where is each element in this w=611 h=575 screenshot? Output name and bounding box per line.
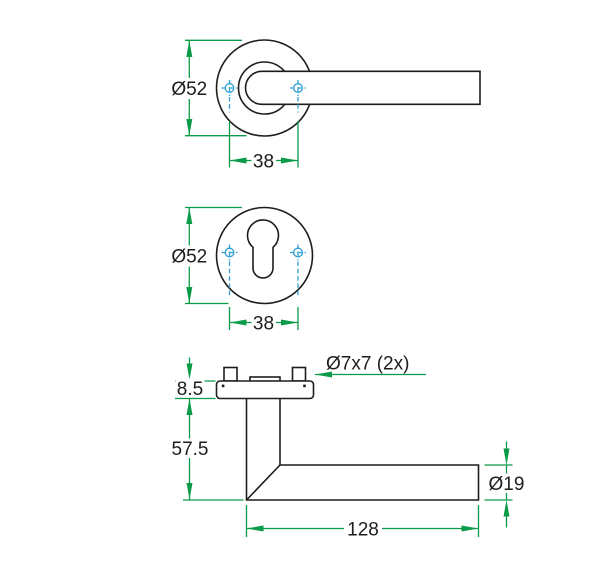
label-background bbox=[251, 313, 276, 332]
arrowhead-down bbox=[186, 483, 193, 500]
screw-dot-right bbox=[303, 384, 306, 388]
arrowhead-right bbox=[281, 319, 298, 326]
screw-center-marker-left bbox=[221, 80, 238, 113]
label-background bbox=[167, 245, 212, 267]
label-background bbox=[168, 438, 212, 458]
dim-label-lever-length: 128 bbox=[347, 520, 379, 541]
arrowhead-up bbox=[186, 40, 193, 57]
arrowhead-down bbox=[186, 363, 193, 380]
arrowhead-right bbox=[281, 157, 298, 164]
arrowhead-up bbox=[186, 398, 193, 415]
arrowhead-up bbox=[503, 500, 510, 517]
lever-grip-bar bbox=[244, 70, 481, 106]
label-background bbox=[251, 151, 276, 170]
dim-label-rose-diameter: Ø52 bbox=[171, 247, 207, 268]
label-background bbox=[344, 519, 382, 539]
label-background bbox=[167, 78, 212, 99]
dim-label-rose-thickness: 8.5 bbox=[177, 379, 203, 400]
dim-label-screw-spacing: 38 bbox=[253, 152, 274, 173]
arrowhead-left bbox=[229, 319, 247, 326]
callout-label-peg: Ø7x7 (2x) bbox=[326, 354, 409, 375]
dim-label-tube-diameter: Ø19 bbox=[489, 474, 525, 495]
fixing-peg-left bbox=[223, 366, 238, 382]
dim-label-grip-drop: 57.5 bbox=[172, 439, 209, 460]
arrowhead-right bbox=[461, 525, 479, 532]
arrowhead-left bbox=[315, 371, 332, 378]
arrowhead-up bbox=[186, 207, 193, 224]
dim-label-screw-spacing: 38 bbox=[253, 314, 274, 335]
screw-center-marker-left bbox=[221, 244, 238, 298]
arrowhead-left bbox=[246, 525, 264, 532]
handle-profile-outline bbox=[245, 398, 480, 501]
label-background bbox=[486, 473, 527, 493]
fixing-peg-right bbox=[291, 366, 307, 382]
front-view-escutcheon: Ø52 38 bbox=[167, 206, 314, 335]
arrowhead-left bbox=[229, 157, 247, 164]
rose-plate-side bbox=[215, 380, 315, 400]
arrowhead-down bbox=[186, 119, 193, 136]
dim-label-rose-diameter: Ø52 bbox=[171, 79, 207, 100]
arrowhead-down bbox=[186, 287, 193, 304]
arrowhead-down bbox=[503, 448, 510, 465]
front-view-lever: Ø52 38 bbox=[167, 39, 481, 173]
euro-profile-keyhole bbox=[246, 219, 280, 279]
screw-dot-left bbox=[221, 384, 225, 388]
screw-center-marker-right bbox=[290, 80, 306, 113]
side-view-handle: 8.5 57.5 Ø7x7 (2x) Ø19 128 bbox=[168, 354, 527, 541]
label-background bbox=[175, 379, 205, 398]
miter-joint-line bbox=[245, 464, 281, 501]
screw-center-marker-right bbox=[290, 244, 306, 298]
